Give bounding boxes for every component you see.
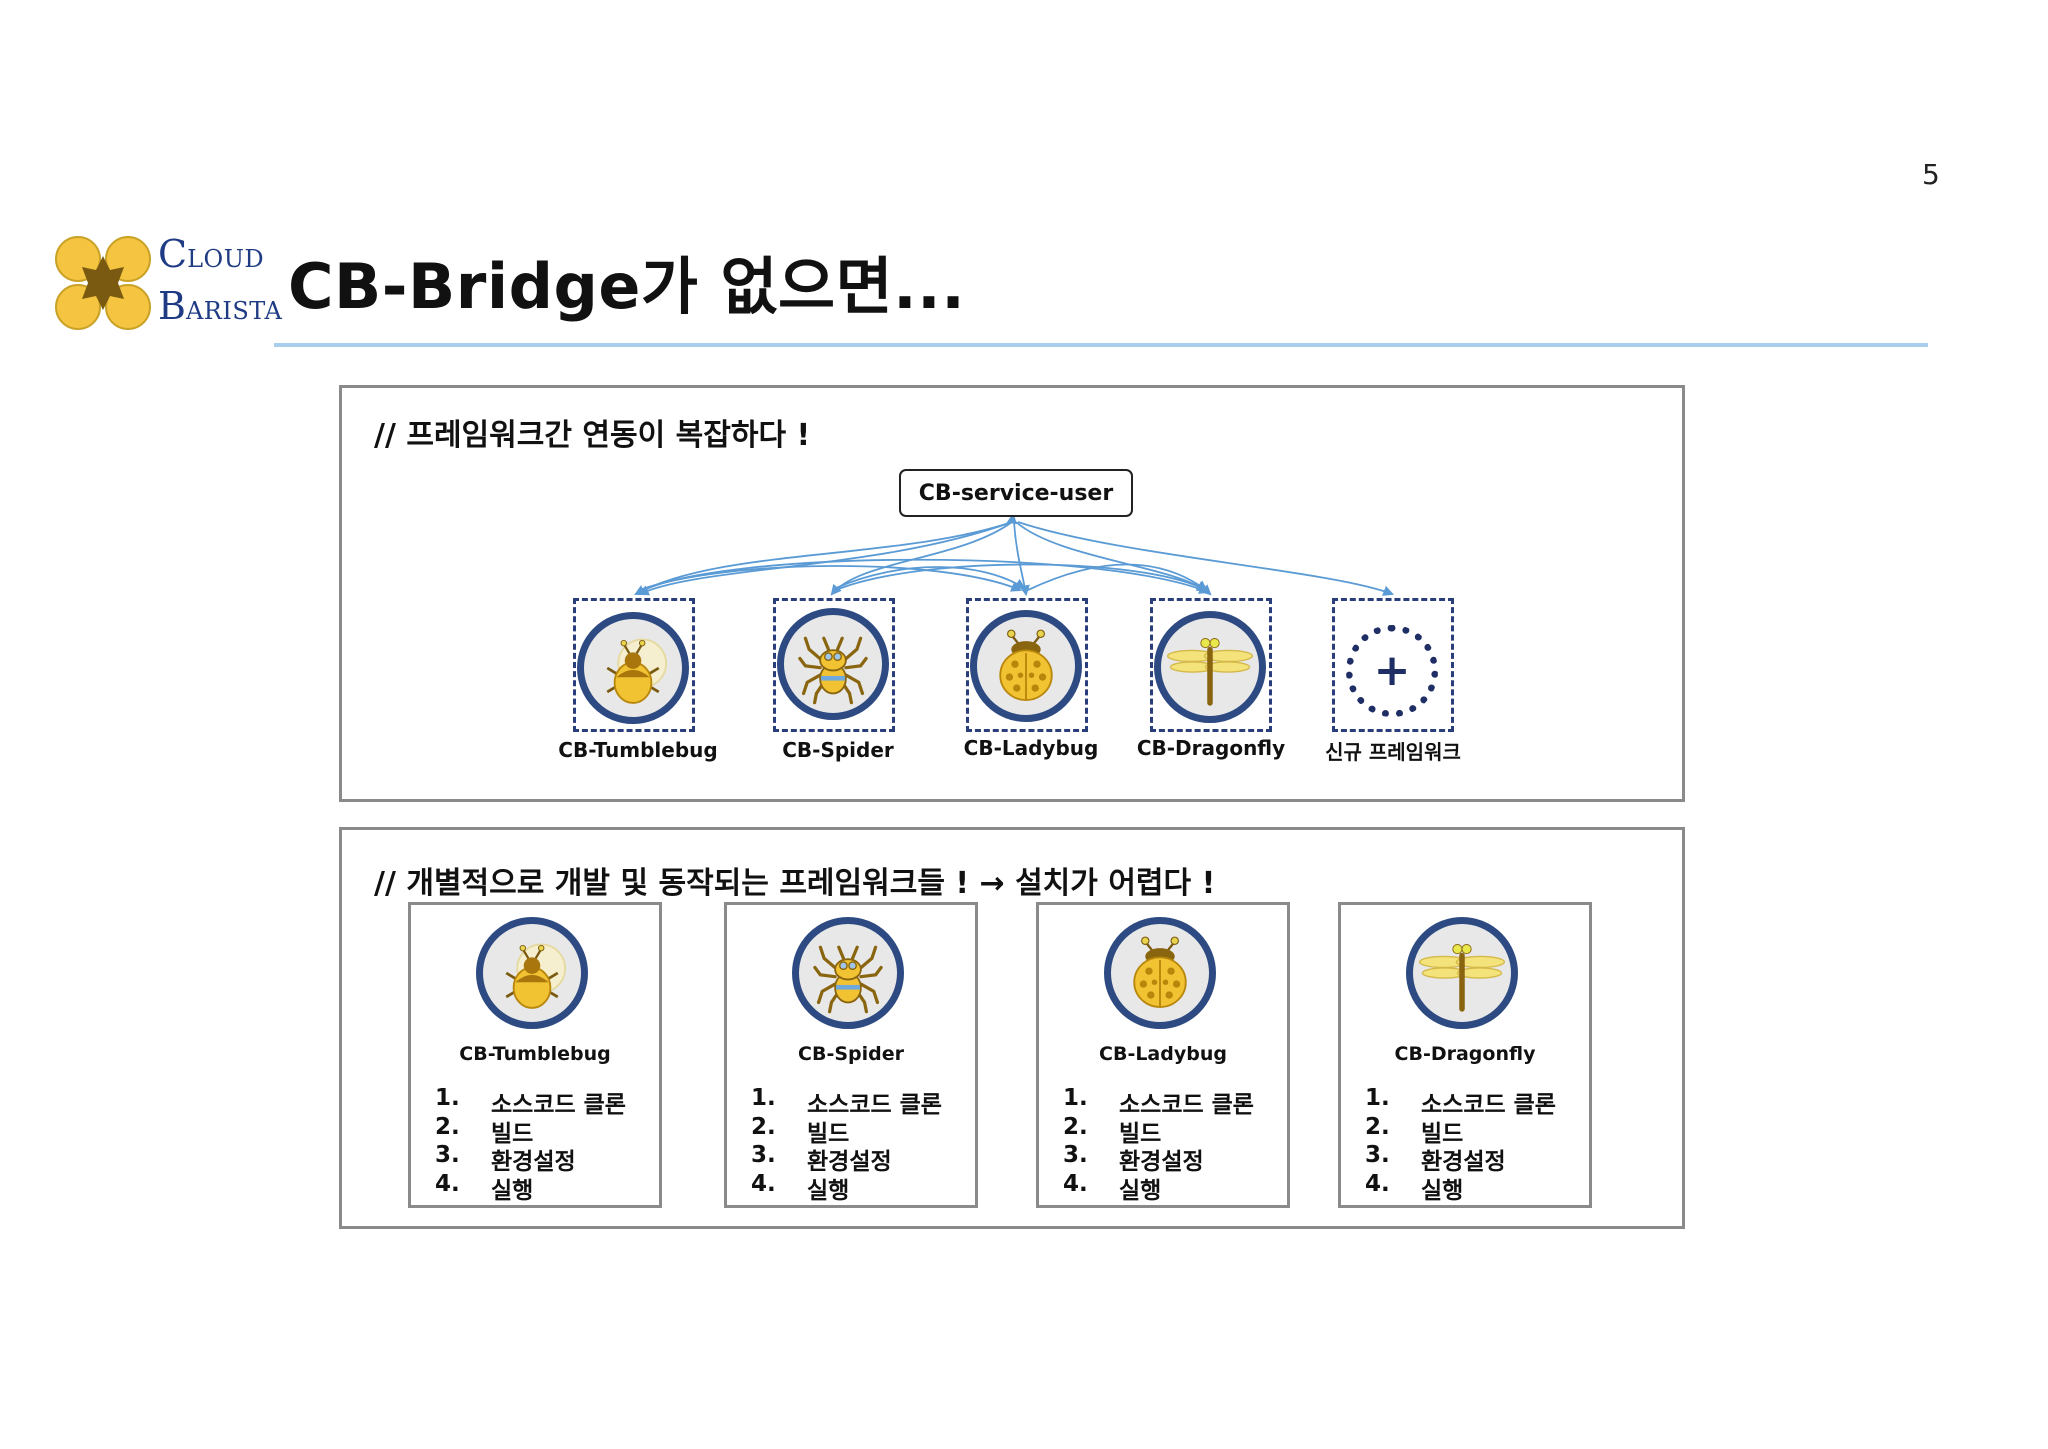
step-list: 1.소스코드 클론 2.빌드 3.환경설정 4.실행	[751, 1085, 942, 1204]
step-item: 1.소스코드 클론	[751, 1085, 942, 1118]
page-title: CB-Bridge가 없으면...	[288, 250, 966, 323]
card-title: CB-Dragonfly	[1394, 1043, 1536, 1065]
cloud-barista-logo: CLOUD BARISTA	[52, 232, 282, 330]
step-item: 1.소스코드 클론	[1365, 1085, 1556, 1118]
dragonfly-icon	[1406, 917, 1518, 1029]
integration-panel: // 프레임워크간 연동이 복잡하다 !	[339, 385, 1685, 802]
card-title: CB-Tumblebug	[459, 1043, 611, 1065]
step-item: 4.실행	[1365, 1170, 1464, 1204]
step-item: 1.소스코드 클론	[435, 1085, 626, 1118]
card-dragonfly: CB-Dragonfly 1.소스코드 클론 2.빌드 3.환경설정 4.실행	[1338, 902, 1592, 1208]
card-title: CB-Spider	[798, 1043, 904, 1065]
step-list: 1.소스코드 클론 2.빌드 3.환경설정 4.실행	[1365, 1085, 1556, 1204]
node-new-framework: +	[1332, 598, 1454, 732]
integration-panel-title: // 프레임워크간 연동이 복잡하다 !	[374, 418, 811, 453]
flower-logo-icon	[55, 236, 151, 330]
dragonfly-icon	[1154, 611, 1266, 723]
node-spider	[773, 598, 895, 732]
spider-icon	[777, 608, 889, 720]
step-item: 3.환경설정	[1063, 1142, 1204, 1175]
card-tumblebug: CB-Tumblebug 1.소스코드 클론 2.빌드 3.환경설정 4.실행	[408, 902, 662, 1208]
logo-word-cloud: CLOUD	[158, 232, 265, 276]
step-list: 1.소스코드 클론 2.빌드 3.환경설정 4.실행	[435, 1085, 626, 1204]
step-item: 3.환경설정	[435, 1142, 576, 1175]
step-item: 4.실행	[751, 1170, 850, 1204]
title-divider	[274, 343, 1928, 347]
plus-icon: +	[1346, 625, 1438, 717]
node-label: CB-Spider	[782, 738, 894, 762]
step-list: 1.소스코드 클론 2.빌드 3.환경설정 4.실행	[1063, 1085, 1254, 1204]
page-number: 5	[1922, 158, 1940, 191]
step-item: 3.환경설정	[1365, 1142, 1506, 1175]
card-ladybug: CB-Ladybug 1.소스코드 클론 2.빌드 3.환경설정 4.실행	[1036, 902, 1290, 1208]
install-panel-title: // 개별적으로 개발 및 동작되는 프레임워크들 ! → 설치가 어렵다 !	[374, 866, 1216, 901]
card-title: CB-Ladybug	[1099, 1043, 1227, 1065]
step-item: 3.환경설정	[751, 1142, 892, 1175]
tumblebug-icon	[476, 917, 588, 1029]
node-tumblebug	[573, 598, 695, 732]
tumblebug-icon	[577, 612, 689, 724]
step-item: 4.실행	[435, 1170, 534, 1204]
spider-icon	[792, 917, 904, 1029]
step-item: 1.소스코드 클론	[1063, 1085, 1254, 1118]
node-label: CB-Dragonfly	[1136, 736, 1286, 760]
node-label: CB-Ladybug	[963, 736, 1099, 760]
node-dragonfly	[1150, 598, 1272, 732]
node-label: 신규 프레임워크	[1325, 740, 1461, 764]
node-label: CB-Tumblebug	[558, 738, 718, 762]
ladybug-icon	[970, 610, 1082, 722]
logo-word-barista: BARISTA	[158, 284, 283, 328]
card-spider: CB-Spider 1.소스코드 클론 2.빌드 3.환경설정 4.실행	[724, 902, 978, 1208]
node-ladybug	[966, 598, 1088, 732]
step-item: 4.실행	[1063, 1170, 1162, 1204]
ladybug-icon	[1104, 917, 1216, 1029]
service-user-box: CB-service-user	[899, 469, 1133, 517]
